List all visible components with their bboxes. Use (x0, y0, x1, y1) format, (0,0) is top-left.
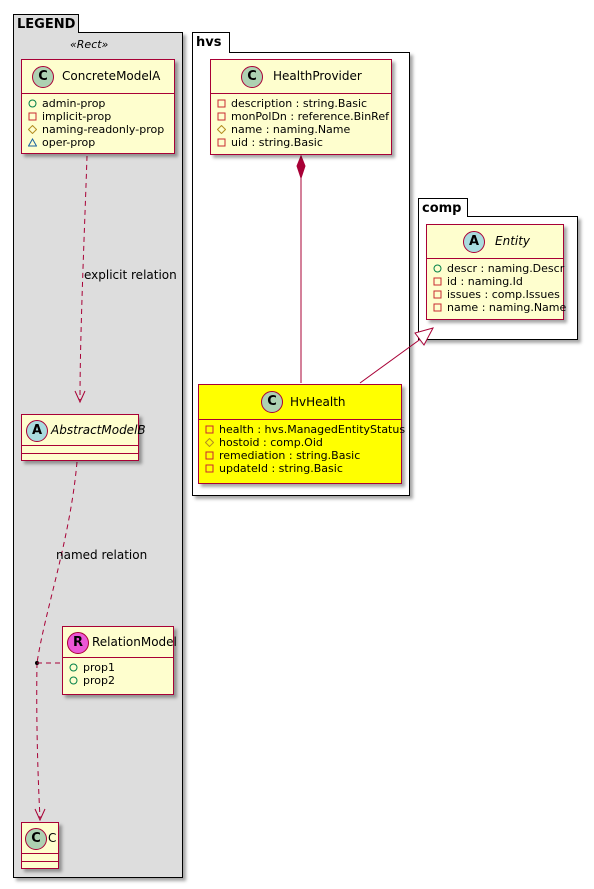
attribute-row: updateId : string.Basic (199, 462, 401, 475)
class-concrete-model-a[interactable]: C ConcreteModelA admin-prop implicit-pro… (21, 59, 175, 154)
attribute-row: name : naming.Name (211, 123, 391, 136)
attribute-row: hostoid : comp.Oid (199, 436, 401, 449)
class-spot-icon: C (241, 66, 263, 88)
abstract-spot-icon: A (26, 420, 48, 442)
private-visibility-icon (28, 112, 37, 121)
public-visibility-icon (69, 663, 78, 672)
class-health-provider[interactable]: C HealthProvider description : string.Ba… (210, 59, 392, 155)
named-relation-line-lower (36, 662, 41, 819)
attribute-row: remediation : string.Basic (199, 449, 401, 462)
class-name: C (48, 831, 57, 845)
attribute-row: admin-prop (22, 97, 174, 110)
attribute-row: implicit-prop (22, 110, 174, 123)
public-visibility-icon (433, 264, 442, 273)
attribute-row: id : naming.Id (427, 275, 563, 288)
class-name: RelationModel (92, 635, 177, 649)
named-relation-label: named relation (56, 548, 148, 562)
class-relation-model[interactable]: R RelationModel prop1 prop2 (62, 626, 177, 695)
private-visibility-icon (205, 425, 214, 434)
comp-package-tab: comp (418, 198, 468, 217)
comp-package-name: comp (422, 201, 462, 216)
relation-spot-icon: R (67, 632, 89, 654)
protected-visibility-icon (28, 125, 37, 134)
explicit-relation-arrowhead (74, 390, 86, 404)
legend-package-tab: LEGEND (13, 14, 79, 33)
package-visibility-icon (28, 138, 37, 147)
attribute-row: descr : naming.Descr (427, 262, 564, 275)
attribute-row: oper-prop (22, 136, 174, 149)
hvs-package-name: hvs (196, 35, 222, 50)
composition-diamond (296, 154, 306, 180)
class-entity[interactable]: A Entity descr : naming.Descr id : namin… (426, 224, 566, 320)
private-visibility-icon (217, 99, 226, 108)
class-name: Entity (495, 234, 531, 248)
explicit-relation-line (79, 155, 88, 401)
protected-visibility-icon (217, 125, 226, 134)
private-visibility-icon (205, 464, 214, 473)
private-visibility-icon (205, 451, 214, 460)
legend-stereotype: «Rect» (70, 38, 109, 51)
attribute-row: description : string.Basic (211, 97, 391, 110)
class-abstract-model-b[interactable]: A AbstractModelB (21, 414, 146, 461)
hvs-package-tab: hvs (192, 32, 230, 53)
class-spot-icon: C (261, 391, 283, 413)
class-name: AbstractModelB (51, 423, 146, 437)
protected-visibility-icon (205, 438, 214, 447)
attribute-list: descr : naming.Descr id : naming.Id issu… (427, 259, 566, 319)
private-visibility-icon (433, 290, 442, 299)
class-spot-icon: C (32, 66, 54, 88)
abstract-spot-icon: A (463, 231, 485, 253)
attribute-list: prop1 prop2 (63, 658, 173, 694)
attribute-list: description : string.Basic monPolDn : re… (211, 94, 391, 154)
class-name: HvHealth (290, 395, 346, 409)
named-relation-arrowhead (34, 808, 46, 822)
public-visibility-icon (69, 676, 78, 685)
class-hv-health[interactable]: C HvHealth health : hvs.ManagedEntitySta… (198, 384, 405, 484)
class-c[interactable]: C C (21, 822, 59, 869)
private-visibility-icon (433, 303, 442, 312)
attribute-row: prop1 (63, 661, 173, 674)
named-relation-line-upper (36, 461, 78, 664)
generalization-arrowhead (414, 327, 434, 346)
legend-package-name: LEGEND (17, 17, 76, 32)
attribute-row: name : naming.Name (427, 301, 566, 314)
attribute-list: health : hvs.ManagedEntityStatus hostoid… (199, 420, 405, 482)
explicit-relation-label: explicit relation (84, 268, 177, 282)
attribute-row: uid : string.Basic (211, 136, 391, 149)
private-visibility-icon (433, 277, 442, 286)
attribute-list: admin-prop implicit-prop naming-readonly… (22, 94, 174, 153)
attribute-row: prop2 (63, 674, 173, 687)
class-name: ConcreteModelA (62, 69, 161, 83)
private-visibility-icon (217, 138, 226, 147)
attribute-row: naming-readonly-prop (22, 123, 174, 136)
class-name: HealthProvider (273, 69, 362, 83)
attribute-row: issues : comp.Issues (427, 288, 563, 301)
generalization-line (359, 337, 423, 384)
public-visibility-icon (28, 99, 37, 108)
attribute-row: monPolDn : reference.BinRef (211, 110, 391, 123)
attribute-row: health : hvs.ManagedEntityStatus (199, 423, 405, 436)
class-spot-icon: C (25, 828, 47, 850)
private-visibility-icon (217, 112, 226, 121)
